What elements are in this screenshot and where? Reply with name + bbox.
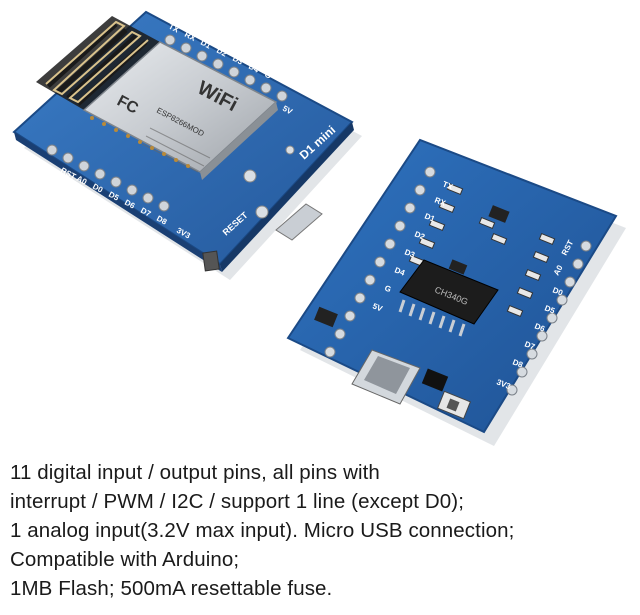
back-pin-label: D4 [393, 266, 406, 278]
caption-line: 1MB Flash; 500mA resettable fuse. [10, 577, 333, 600]
front-pin-label: D6 [123, 198, 137, 211]
back-pin-label: D7 [523, 340, 536, 352]
caption-line: 1 analog input(3.2V max input). Micro US… [10, 519, 515, 542]
back-pin-label: RX [433, 196, 447, 209]
caption-line: interrupt / PWM / I2C / support 1 line (… [10, 490, 464, 513]
back-pin-label: D6 [533, 322, 546, 334]
back-pin-label: D8 [511, 358, 524, 370]
front-pin-label: D2 [215, 46, 229, 59]
front-board: WiFi FC ESP8266MOD TX RX [12, 10, 362, 280]
front-usb-port [275, 203, 323, 241]
caption-line: 11 digital input / output pins, all pins… [10, 461, 380, 484]
back-pin-label: 5V [371, 302, 384, 314]
back-header-left [324, 166, 436, 358]
front-pin-label: D4 [247, 62, 261, 75]
caption-line: Compatible with Arduino; [10, 548, 240, 571]
front-pin-label: D7 [139, 206, 153, 219]
back-header-right [506, 240, 592, 396]
product-photo: WiFi FC ESP8266MOD TX RX [12, 10, 626, 446]
back-pin-label: D0 [551, 286, 564, 298]
front-pin-label: G [263, 70, 273, 81]
front-header-bottom [46, 144, 170, 212]
front-pin-label: D5 [107, 190, 121, 203]
product-description: 11 digital input / output pins, all pins… [10, 458, 635, 603]
front-pin-label: D0 [91, 182, 105, 195]
usb-serial-chip: CH340G [398, 259, 499, 337]
back-pin-label: A0 [552, 263, 565, 277]
front-pin-label: D8 [155, 214, 169, 227]
front-pin-label: 5V [281, 104, 294, 117]
front-pin-label: A0 [75, 174, 89, 187]
back-pin-label: D1 [423, 212, 436, 224]
back-pin-label: D2 [413, 230, 426, 242]
back-pin-label: TX [441, 180, 454, 192]
back-pin-label: D5 [543, 304, 556, 316]
back-board: CH340G TX RX D1 D2 D3 D4 G 5V RST A0 D0 … [286, 138, 626, 446]
back-pin-label: D3 [403, 248, 416, 260]
front-header-top [164, 34, 288, 102]
back-usb-port [351, 349, 421, 405]
front-pin-label: D1 [199, 38, 213, 51]
back-pin-label: G [383, 284, 392, 295]
reset-button [202, 250, 220, 272]
front-pin-label: D3 [231, 54, 245, 67]
